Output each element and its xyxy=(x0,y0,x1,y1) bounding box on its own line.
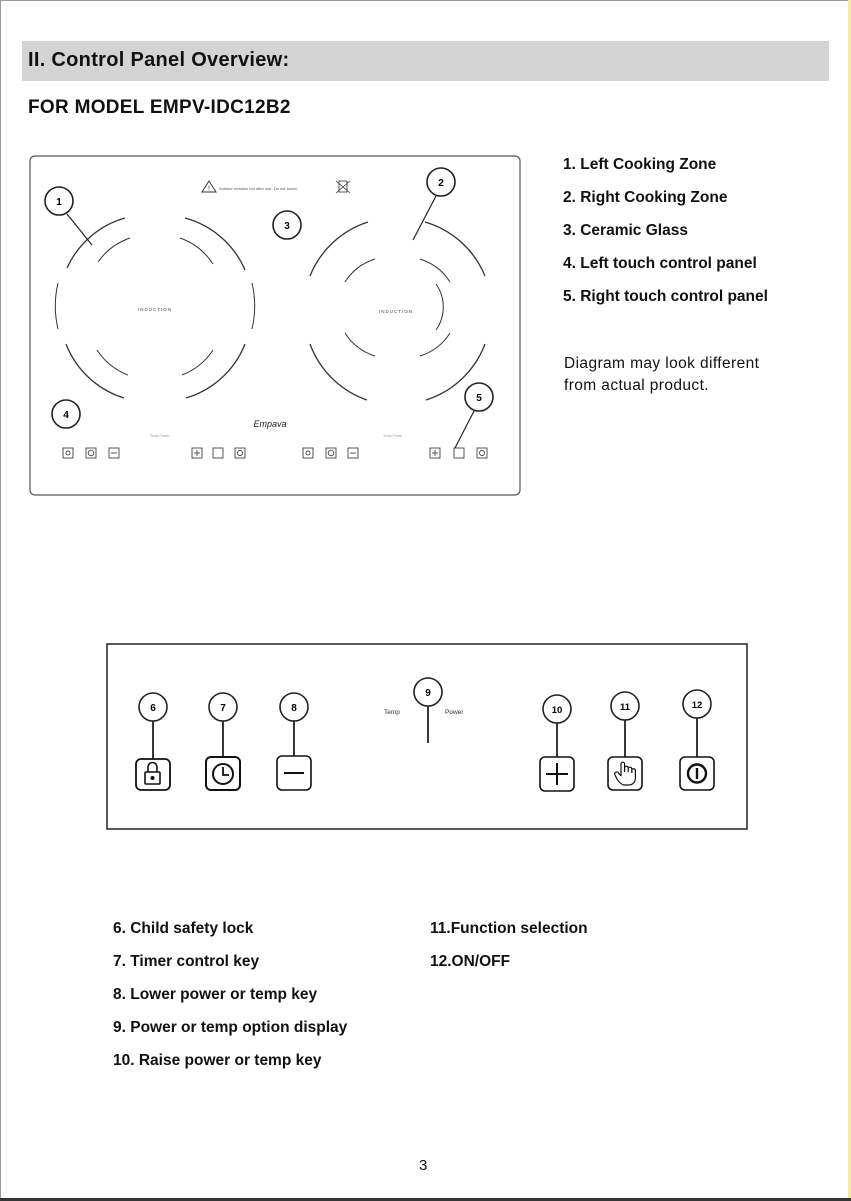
legend-item: 1. Left Cooking Zone xyxy=(563,156,717,173)
cooktop-outline xyxy=(29,155,521,496)
callout-7: 7 xyxy=(208,692,238,722)
left-cooking-zone xyxy=(54,217,256,399)
callout-2-leader xyxy=(412,195,437,241)
page-number: 3 xyxy=(419,1157,428,1174)
key-list-left: 6. Child safety lock 7. Timer control ke… xyxy=(113,918,347,1083)
component-legend: 1. Left Cooking Zone 2. Right Cooking Zo… xyxy=(563,154,768,319)
callout-5: 5 xyxy=(464,382,494,412)
section-title: II. Control Panel Overview: xyxy=(28,49,290,71)
key-list-item: 12.ON/OFF xyxy=(430,953,511,970)
callout-11: 11 xyxy=(610,691,640,721)
callout-2: 2 xyxy=(426,167,456,197)
no-touch-icon xyxy=(335,180,351,194)
svg-text:2: 2 xyxy=(438,178,444,189)
svg-text:12: 12 xyxy=(692,700,703,711)
callout-5-leader xyxy=(454,410,475,449)
lock-icon xyxy=(135,758,171,791)
plus-icon xyxy=(539,756,575,792)
right-touch-panel xyxy=(302,447,488,459)
legend-item: 2. Right Cooking Zone xyxy=(563,189,728,206)
svg-text:7: 7 xyxy=(220,703,226,714)
svg-text:11: 11 xyxy=(620,702,631,713)
callout-12: 12 xyxy=(682,689,712,719)
callout-8: 8 xyxy=(279,692,309,722)
svg-text:1: 1 xyxy=(56,197,62,208)
warning-text: Surface remains hot after use. Do not to… xyxy=(219,186,298,191)
right-cooking-zone xyxy=(309,221,486,401)
key-list-item: 11.Function selection xyxy=(430,920,588,937)
callout-1: 1 xyxy=(44,186,74,216)
key-list-item: 8. Lower power or temp key xyxy=(113,986,318,1003)
hand-pointer-icon xyxy=(607,756,643,791)
key-list-item: 6. Child safety lock xyxy=(113,920,254,937)
key-list-item: 7. Timer control key xyxy=(113,953,260,970)
cooktop-diagram: ! Surface remains hot after use. Do not … xyxy=(29,155,521,496)
brand-logo: Empava xyxy=(253,419,286,429)
svg-text:10: 10 xyxy=(552,705,563,716)
legend-item: 5. Right touch control panel xyxy=(563,288,768,305)
note-line: from actual product. xyxy=(564,377,709,394)
key-list-right: 11.Function selection 12.ON/OFF xyxy=(430,918,588,984)
temp-label: Temp xyxy=(384,709,400,716)
left-panel-faint-label: Temp Power xyxy=(150,434,170,438)
svg-text:4: 4 xyxy=(63,410,69,421)
callout-1-leader xyxy=(66,213,93,246)
key-list-item: 9. Power or temp option display xyxy=(113,1019,348,1036)
right-zone-label: INDUCTION xyxy=(379,309,413,314)
page-edge-right xyxy=(848,0,851,1201)
warning-icon: ! xyxy=(201,180,217,193)
control-panel-diagram: Temp Power 6 7 8 9 10 11 12 xyxy=(106,643,748,830)
callout-10: 10 xyxy=(542,694,572,724)
clock-icon xyxy=(205,756,241,791)
page-edge-bottom xyxy=(0,1198,851,1201)
key-list-item: 10. Raise power or temp key xyxy=(113,1052,322,1069)
note-line: Diagram may look different xyxy=(564,355,760,372)
diagram-note: Diagram may look different from actual p… xyxy=(564,353,814,397)
callout-4: 4 xyxy=(51,399,81,429)
model-title: FOR MODEL EMPV-IDC12B2 xyxy=(28,97,291,118)
power-label: Power xyxy=(445,709,464,716)
legend-item: 3. Ceramic Glass xyxy=(563,222,688,239)
callout-9: 9 xyxy=(413,677,443,707)
svg-text:9: 9 xyxy=(425,688,431,699)
callout-6: 6 xyxy=(138,692,168,722)
left-zone-label: INDUCTION xyxy=(138,307,172,312)
callout-3: 3 xyxy=(272,210,302,240)
control-panel-outline xyxy=(106,643,748,830)
svg-text:3: 3 xyxy=(284,221,290,232)
left-touch-panel xyxy=(62,447,246,459)
svg-text:8: 8 xyxy=(291,703,297,714)
section-header-bar xyxy=(22,41,829,81)
svg-text:6: 6 xyxy=(150,703,156,714)
legend-item: 4. Left touch control panel xyxy=(563,255,757,272)
minus-icon xyxy=(276,755,312,791)
right-panel-faint-label: Temp Power xyxy=(383,434,403,438)
power-icon xyxy=(679,756,715,791)
svg-text:5: 5 xyxy=(476,393,482,404)
svg-text:!: ! xyxy=(208,186,210,193)
